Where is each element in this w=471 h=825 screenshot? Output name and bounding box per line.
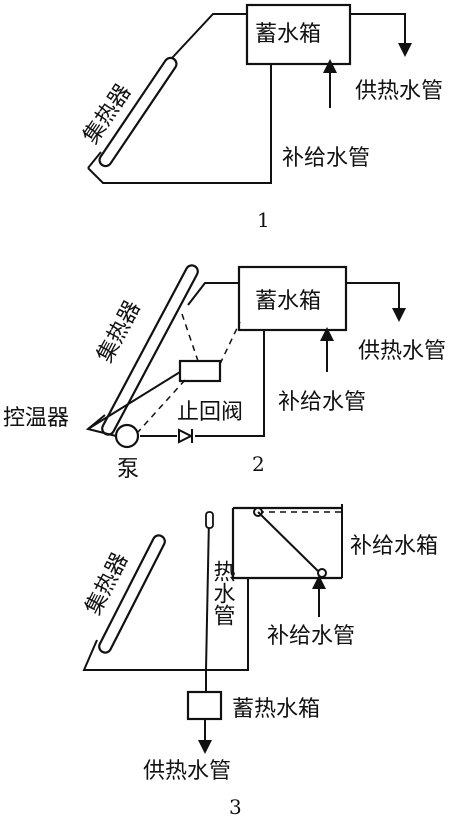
pipe-top-1	[171, 13, 247, 59]
pipe-top-2	[187, 282, 239, 306]
makeup-pipe-label-1: 补给水管	[282, 146, 370, 171]
makeup-tank-3	[231, 506, 342, 580]
pump-label-2: 泵	[117, 457, 139, 482]
float-valve-3	[317, 568, 327, 578]
controller-label-2: 控温器	[3, 406, 69, 431]
diagram-3: 集热器 热水管 补给水箱 补给水管 蓄热水箱 供热水管 3	[81, 504, 438, 819]
diagram-2: 集热器 蓄水箱 供热水管 补给水管 止回阀 泵 控温器	[3, 264, 446, 482]
supply-pipe-label-2: 供热水管	[358, 339, 446, 364]
pump-symbol-2	[114, 423, 140, 449]
figure-number-3: 3	[229, 795, 242, 819]
storage-tank-label-3: 蓄热水箱	[232, 697, 320, 722]
supply-pipe-2	[346, 282, 406, 322]
control-wire-2	[137, 379, 186, 433]
storage-tank-1	[245, 3, 352, 66]
supply-pipe-1	[350, 13, 412, 57]
float-arm-3	[257, 511, 321, 574]
tank-label-2: 蓄水箱	[255, 289, 321, 314]
collector-panel-3	[98, 534, 166, 654]
pipe-return-1	[87, 65, 272, 184]
controller-box-2	[178, 359, 222, 383]
diagram-1: 集热器 蓄水箱 供热水管 补给水管 1	[79, 3, 443, 232]
tank-label-1: 蓄水箱	[255, 22, 321, 47]
controller-link-2	[87, 371, 181, 430]
makeup-pipe-label-3: 补给水管	[267, 624, 355, 649]
figure-number-1: 1	[257, 208, 270, 232]
sensor-line-collector-2	[181, 313, 199, 362]
collector-panel-1	[98, 56, 178, 168]
makeup-pipe-label-2: 补给水管	[278, 390, 366, 415]
supply-pipe-label-3: 供热水管	[143, 759, 231, 784]
sensor-line-tank-2	[219, 321, 241, 365]
storage-tank-3	[186, 690, 223, 721]
hot-pipe-label-3: 热水管	[210, 560, 236, 626]
hot-pipe-riser-3	[205, 517, 210, 671]
supply-pipe-label-1: 供热水管	[355, 79, 443, 104]
makeup-tank-label-3: 补给水箱	[350, 534, 438, 559]
pipe-collector-bottom-1	[87, 151, 102, 169]
check-valve-symbol-2	[178, 428, 194, 444]
storage-tank-2	[237, 265, 348, 332]
figure-number-2: 2	[252, 452, 265, 476]
check-valve-label-2: 止回阀	[177, 400, 243, 425]
riser-top-cap-3	[205, 511, 214, 529]
collector-label-2: 集热器	[93, 297, 146, 367]
return-pipe-2	[195, 330, 265, 437]
